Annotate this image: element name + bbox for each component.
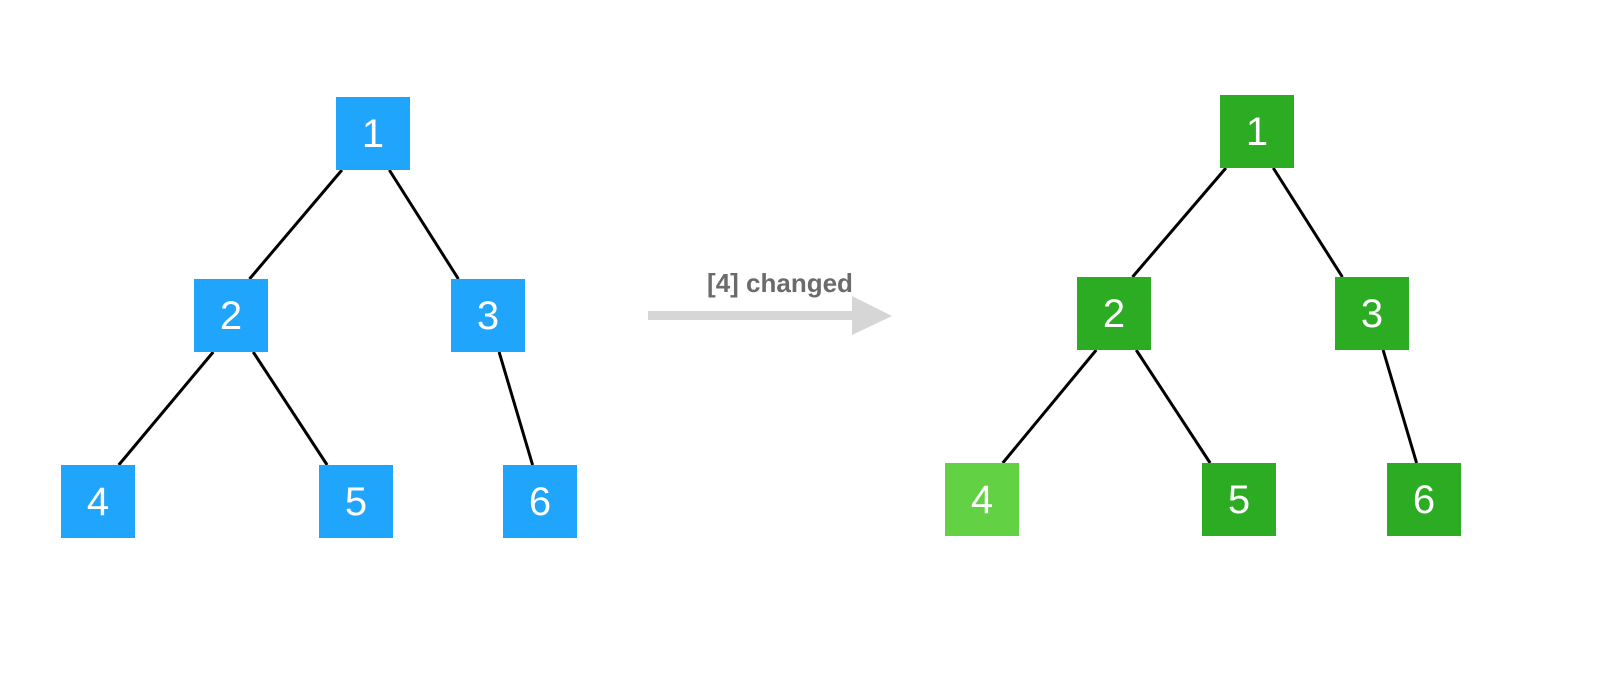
before-tree-node-2: 2 — [194, 279, 268, 352]
before-tree-edge-2-5 — [251, 351, 329, 466]
after-tree-node-1: 1 — [1220, 95, 1294, 168]
after-tree-node-4: 4 — [945, 463, 1019, 536]
before-tree-node-5: 5 — [319, 465, 393, 538]
after-tree-edge-2-4 — [1001, 349, 1098, 464]
after-tree-node-2: 2 — [1077, 277, 1151, 350]
after-tree-node-3: 3 — [1335, 277, 1409, 350]
arrow-shaft — [648, 311, 854, 320]
transition-label: [4] changed — [707, 268, 853, 298]
before-tree-node-4: 4 — [61, 465, 135, 538]
before-tree-edge-1-3 — [388, 169, 460, 280]
after-tree-edge-1-2 — [1131, 167, 1228, 278]
before-tree-edge-3-6 — [497, 351, 535, 466]
before-tree-edge-1-2 — [248, 169, 344, 280]
before-tree-node-3: 3 — [451, 279, 525, 352]
after-tree-edge-3-6 — [1381, 349, 1419, 464]
after-tree-edge-2-5 — [1134, 349, 1212, 464]
after-tree-edge-1-3 — [1272, 167, 1344, 278]
after-tree-node-5: 5 — [1202, 463, 1276, 536]
before-tree-node-6: 6 — [503, 465, 577, 538]
before-tree-edge-2-4 — [117, 351, 215, 466]
arrow-head-icon — [852, 296, 892, 335]
before-tree-node-1: 1 — [336, 97, 410, 170]
after-tree-node-6: 6 — [1387, 463, 1461, 536]
